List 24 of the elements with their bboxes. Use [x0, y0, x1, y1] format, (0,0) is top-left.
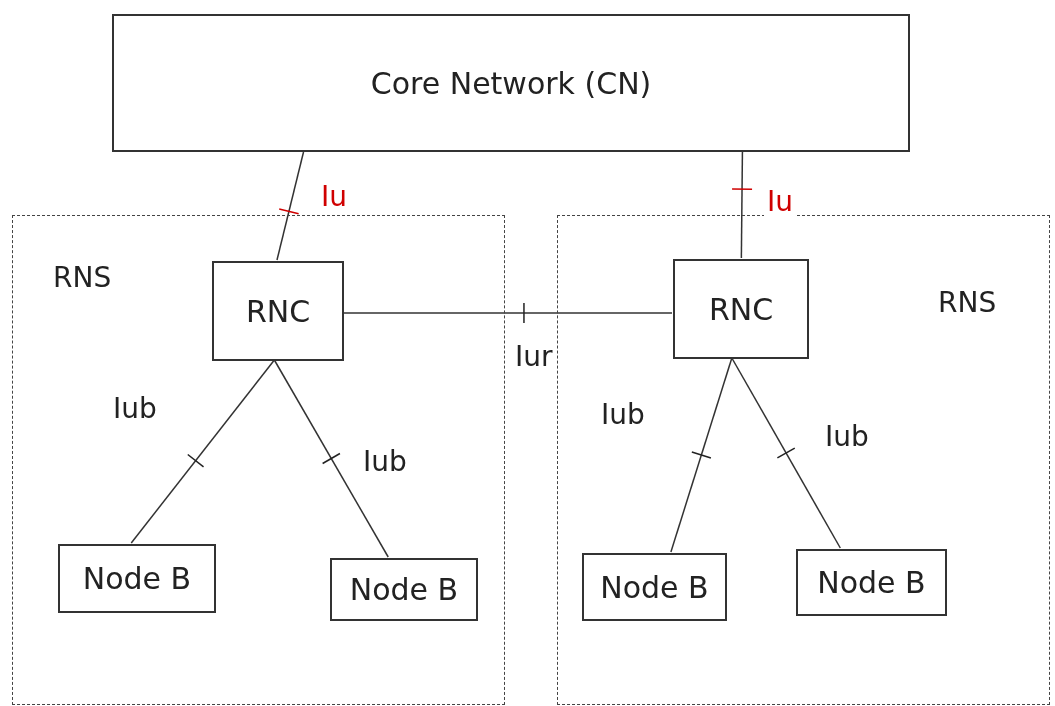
- subsystem-group: [557, 215, 1050, 705]
- network-box: [112, 14, 910, 152]
- connector-line: [130, 359, 276, 544]
- node-label: RNC: [708, 291, 774, 327]
- group-label: RNS: [53, 261, 112, 294]
- node-label: Node B: [817, 565, 926, 600]
- subsystem-group: [12, 215, 505, 705]
- node-label: Node B: [600, 569, 709, 605]
- node-label: Node B: [82, 561, 192, 596]
- node-label: RNC: [245, 293, 311, 329]
- node-box: [673, 259, 809, 359]
- node-label: Core Network (CN): [370, 65, 652, 101]
- node-box: [212, 261, 344, 361]
- connector-line: [273, 359, 389, 558]
- connector-line: [276, 151, 305, 261]
- group-label: RNS: [938, 286, 997, 319]
- connector-line: [670, 357, 733, 553]
- node-box: [330, 558, 478, 621]
- node-box: [796, 549, 947, 616]
- node-label: Node B: [349, 572, 459, 607]
- connector-line: [731, 357, 842, 549]
- node-box: [582, 553, 727, 621]
- connector-line: [731, 151, 753, 259]
- node-box: [58, 544, 216, 613]
